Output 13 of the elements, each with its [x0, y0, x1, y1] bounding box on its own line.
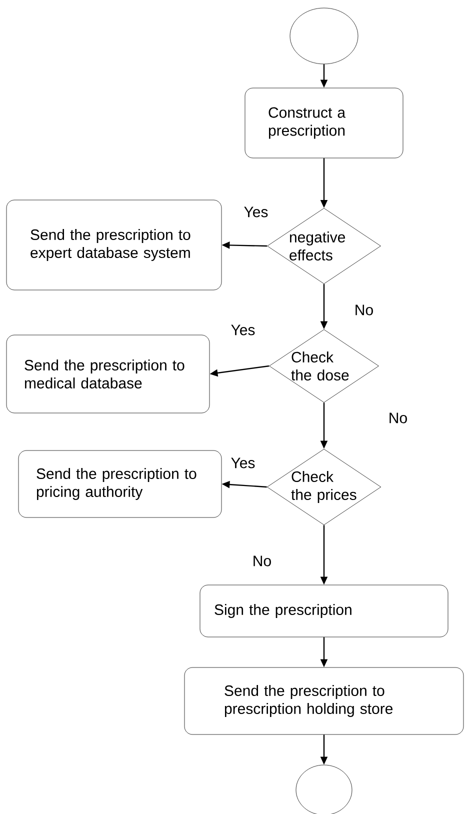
process-box: Send the prescription to prescription holding store — [184, 667, 464, 735]
edge-label: Yes — [230, 456, 256, 470]
process-box: Sign the prescription — [200, 584, 448, 638]
edge-label: Yes — [242, 206, 270, 218]
edge-label: No — [387, 412, 409, 424]
edge-label: No — [353, 304, 375, 316]
process-box: Send the prescription to expert database system — [6, 200, 222, 290]
process-box: Send the prescription to medical database — [6, 334, 210, 414]
process-box: Send the prescription to pricing authority — [18, 450, 222, 518]
terminal-ellipse — [290, 8, 358, 64]
process-box: Construct a prescription — [244, 88, 404, 158]
edge-label: No — [251, 554, 273, 568]
edge-label: Yes — [230, 324, 256, 336]
